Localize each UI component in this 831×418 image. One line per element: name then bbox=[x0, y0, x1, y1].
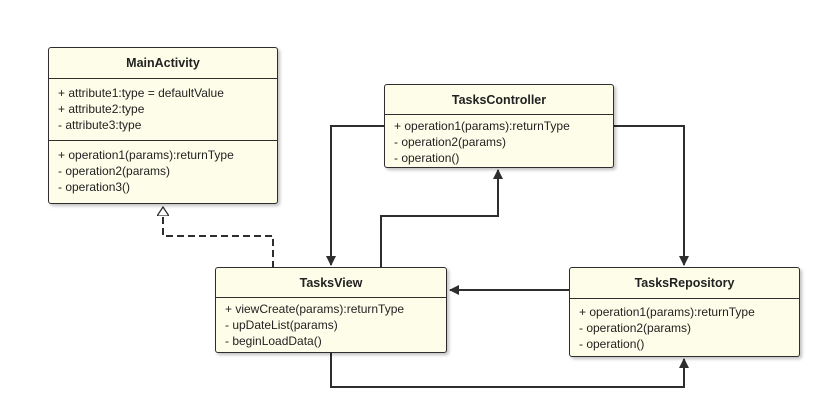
edge-controller-to-view bbox=[326, 125, 385, 266]
operation-row: + viewCreate(params):returnType bbox=[225, 302, 405, 316]
class-box-mainactivity[interactable]: MainActivity + attribute1:type = default… bbox=[48, 47, 278, 204]
operation-row: + operation1(params):returnType bbox=[58, 148, 234, 162]
operation-row: + operation1(params):returnType bbox=[579, 305, 755, 319]
operation-row: - operation2(params) bbox=[394, 135, 507, 149]
class-box-tasksview[interactable]: TasksView + viewCreate(params):returnTyp… bbox=[215, 267, 447, 353]
edge-view-to-controller bbox=[380, 169, 503, 268]
operation-row: - operation() bbox=[394, 151, 460, 165]
attribute-row: + attribute2:type bbox=[58, 102, 145, 116]
class-box-tasksrepository[interactable]: TasksRepository + operation1(params):ret… bbox=[569, 267, 800, 357]
attribute-row: + attribute1:type = defaultValue bbox=[58, 86, 224, 100]
operations-section: + operation1(params):returnType - operat… bbox=[570, 299, 799, 355]
class-box-taskscontroller[interactable]: TasksController + operation1(params):ret… bbox=[384, 84, 614, 168]
operation-row: - beginLoadData() bbox=[225, 334, 322, 348]
class-name-tasksrepository: TasksRepository bbox=[570, 268, 799, 299]
operations-section: + operation1(params):returnType - operat… bbox=[49, 141, 277, 198]
class-name-tasksview: TasksView bbox=[216, 268, 446, 298]
operation-row: + operation1(params):returnType bbox=[394, 119, 570, 133]
operation-row: - operation2(params) bbox=[58, 164, 171, 178]
class-name-taskscontroller: TasksController bbox=[385, 85, 613, 115]
edge-view-to-repository-bottom bbox=[330, 353, 689, 388]
edge-controller-to-repository bbox=[614, 125, 689, 266]
attributes-section: + attribute1:type = defaultValue + attri… bbox=[49, 79, 277, 141]
operations-section: + viewCreate(params):returnType - upDate… bbox=[216, 298, 446, 352]
edge-view-to-mainactivity bbox=[163, 207, 274, 268]
operations-section: + operation1(params):returnType - operat… bbox=[385, 115, 613, 169]
operation-row: - operation2(params) bbox=[579, 321, 692, 335]
operation-row: - upDateList(params) bbox=[225, 318, 338, 332]
class-name-mainactivity: MainActivity bbox=[49, 48, 277, 79]
attribute-row: - attribute3:type bbox=[58, 118, 142, 132]
operation-row: - operation() bbox=[579, 337, 645, 351]
operation-row: - operation3() bbox=[58, 180, 131, 194]
